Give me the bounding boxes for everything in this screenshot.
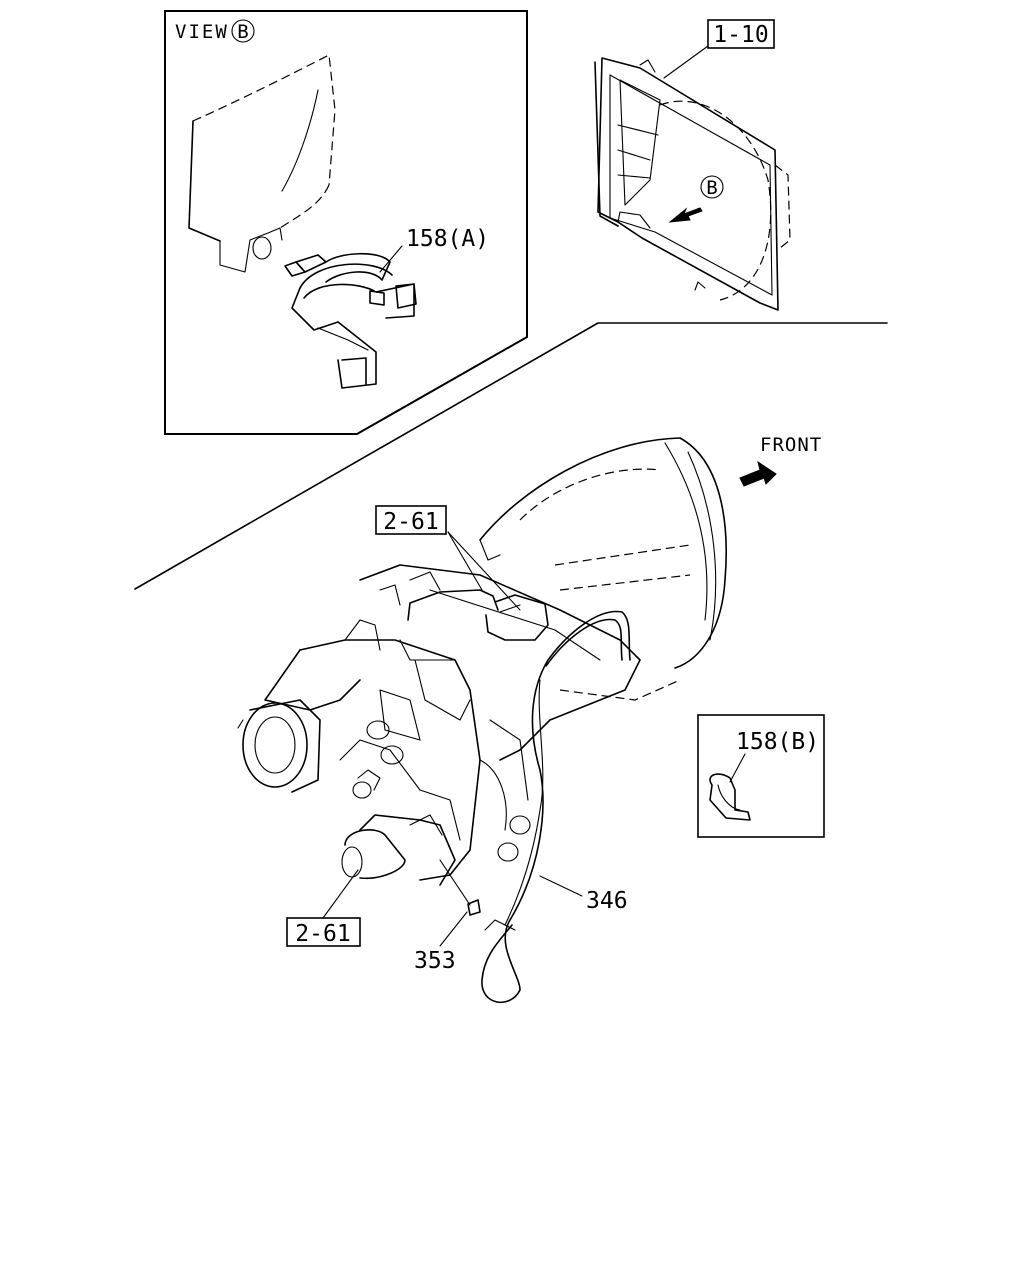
shroud-marker: B	[706, 177, 717, 199]
front-arrow-icon	[739, 460, 777, 487]
callout-transfer-ref-top: 2-61	[383, 509, 438, 535]
separator-line	[134, 322, 888, 590]
clip-158b-box	[697, 714, 825, 838]
transmission-assembly	[237, 437, 727, 916]
callout-shroud-ref: 1-10	[713, 22, 768, 48]
clip-158a-drawing	[284, 252, 417, 389]
view-letter-circle	[231, 19, 255, 43]
view-direction-arrow	[668, 207, 703, 223]
callout-clip-158b: 158(B)	[736, 729, 819, 755]
dipstick	[481, 610, 631, 1004]
shroud-marker-circle	[700, 175, 724, 199]
callout-box-shroud	[707, 19, 775, 49]
view-label: VIEW	[175, 21, 229, 43]
callout-bolt: 353	[414, 948, 456, 974]
fan-shroud	[594, 57, 791, 311]
callout-clip-158a: 158(A)	[406, 226, 489, 252]
view-letter: B	[237, 21, 248, 43]
view-b-inset: VIEW B 158(A)	[164, 10, 528, 435]
front-label: FRONT	[760, 434, 822, 456]
callout-box-transfer-top	[375, 505, 447, 535]
callout-dipstick: 346	[586, 888, 628, 914]
callout-transfer-ref-bottom: 2-61	[295, 921, 350, 947]
